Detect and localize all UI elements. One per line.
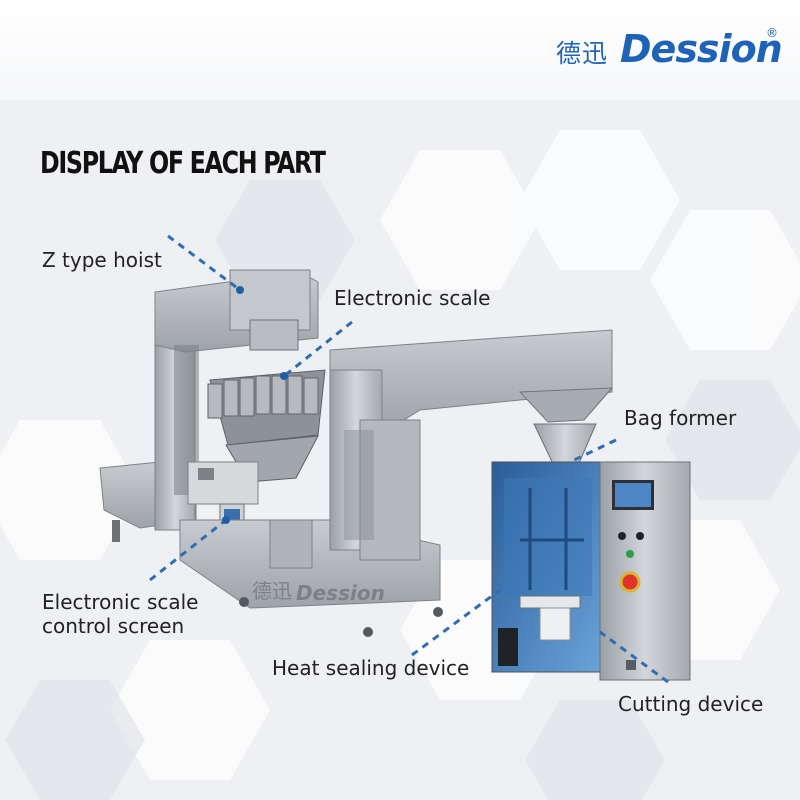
brand-logo: Dession bbox=[620, 27, 783, 71]
label-heat-sealing: Heat sealing device bbox=[272, 656, 470, 680]
incline-conveyor bbox=[329, 329, 614, 561]
leader-z-hoist bbox=[167, 234, 241, 292]
leader-heat-sealing bbox=[411, 588, 501, 657]
callout-leaders bbox=[149, 234, 669, 684]
marker-z-hoist bbox=[236, 286, 244, 294]
machine-brand-en: Dession bbox=[296, 581, 385, 605]
brand-name-cn: 德迅 bbox=[556, 39, 609, 68]
registered-mark: ® bbox=[766, 26, 778, 40]
leader-cutting bbox=[599, 630, 669, 684]
label-control-screen: Electronic scale control screen bbox=[42, 590, 198, 638]
label-electronic-scale: Electronic scale bbox=[334, 286, 491, 310]
label-control-screen-line1: Electronic scale bbox=[42, 590, 199, 614]
brand-header: 德迅 Dession ® bbox=[0, 0, 800, 100]
marker-electronic-scale bbox=[280, 372, 288, 380]
label-z-type-hoist: Z type hoist bbox=[42, 248, 162, 272]
leader-bag-former bbox=[569, 438, 617, 464]
machine-brand-cn: 德迅 bbox=[252, 579, 292, 603]
vertical-packing-machine bbox=[491, 461, 691, 681]
electronic-scale-machine bbox=[187, 319, 326, 505]
label-control-screen-line2: control screen bbox=[42, 614, 185, 638]
marker-control-screen bbox=[222, 516, 230, 524]
leader-electronic-scale bbox=[283, 320, 353, 378]
label-cutting-device: Cutting device bbox=[618, 692, 764, 716]
page-title: DISPLAY OF EACH PART bbox=[40, 146, 326, 181]
leader-control-screen bbox=[149, 518, 227, 582]
label-bag-former: Bag former bbox=[624, 406, 737, 430]
